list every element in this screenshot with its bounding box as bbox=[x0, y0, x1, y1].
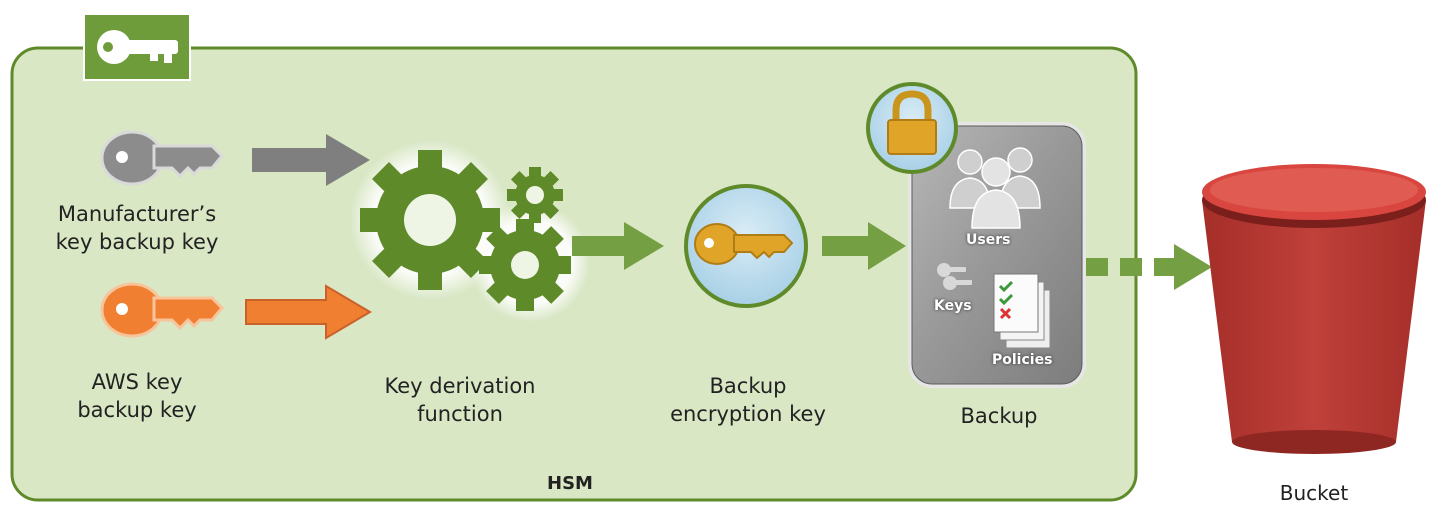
backup-key-label-line2: encryption key bbox=[670, 402, 826, 426]
gears-icon bbox=[350, 140, 590, 322]
backup-label: Backup bbox=[960, 404, 1038, 428]
policies-icon bbox=[993, 273, 1051, 349]
arrow-green-dashed bbox=[1086, 244, 1212, 290]
lock-icon bbox=[887, 90, 937, 155]
kdf-label-line1: Key derivation bbox=[384, 374, 536, 398]
arrow-gray bbox=[252, 134, 370, 186]
arrow-green-2 bbox=[822, 222, 906, 270]
aws-key-label: AWS key backup key bbox=[62, 368, 212, 424]
manufacturer-key-label-line1: Manufacturer’s bbox=[57, 202, 217, 226]
aws-key-label-line2: backup key bbox=[77, 398, 197, 422]
arrow-green-1 bbox=[572, 222, 664, 270]
users-label: Users bbox=[966, 232, 1011, 248]
key-icon bbox=[97, 30, 178, 64]
keys-label: Keys bbox=[934, 298, 972, 314]
aws-key-label-line1: AWS key bbox=[91, 370, 183, 394]
lock-badge bbox=[866, 82, 958, 174]
hsm-label: HSM bbox=[547, 473, 593, 494]
key-icon bbox=[694, 223, 794, 265]
backup-panel bbox=[908, 122, 1086, 388]
manufacturer-key-icon bbox=[100, 130, 225, 186]
policies-label: Policies bbox=[992, 352, 1053, 368]
kdf-label-line2: function bbox=[417, 402, 503, 426]
hsm-key-badge bbox=[83, 13, 191, 81]
users-icon bbox=[949, 147, 1041, 229]
manufacturer-key-label-line2: key backup key bbox=[55, 230, 219, 254]
manufacturer-key-label: Manufacturer’s key backup key bbox=[42, 200, 232, 256]
bucket-icon bbox=[1202, 164, 1426, 454]
bucket-label: Bucket bbox=[1279, 481, 1349, 505]
keys-icon bbox=[937, 263, 972, 290]
kdf-label: Key derivation function bbox=[360, 372, 560, 428]
backup-key-label: Backup encryption key bbox=[650, 372, 846, 428]
backup-key-label-line1: Backup bbox=[709, 374, 787, 398]
backup-key-circle bbox=[684, 184, 808, 308]
arrow-orange bbox=[245, 284, 372, 340]
aws-key-icon bbox=[100, 282, 225, 338]
